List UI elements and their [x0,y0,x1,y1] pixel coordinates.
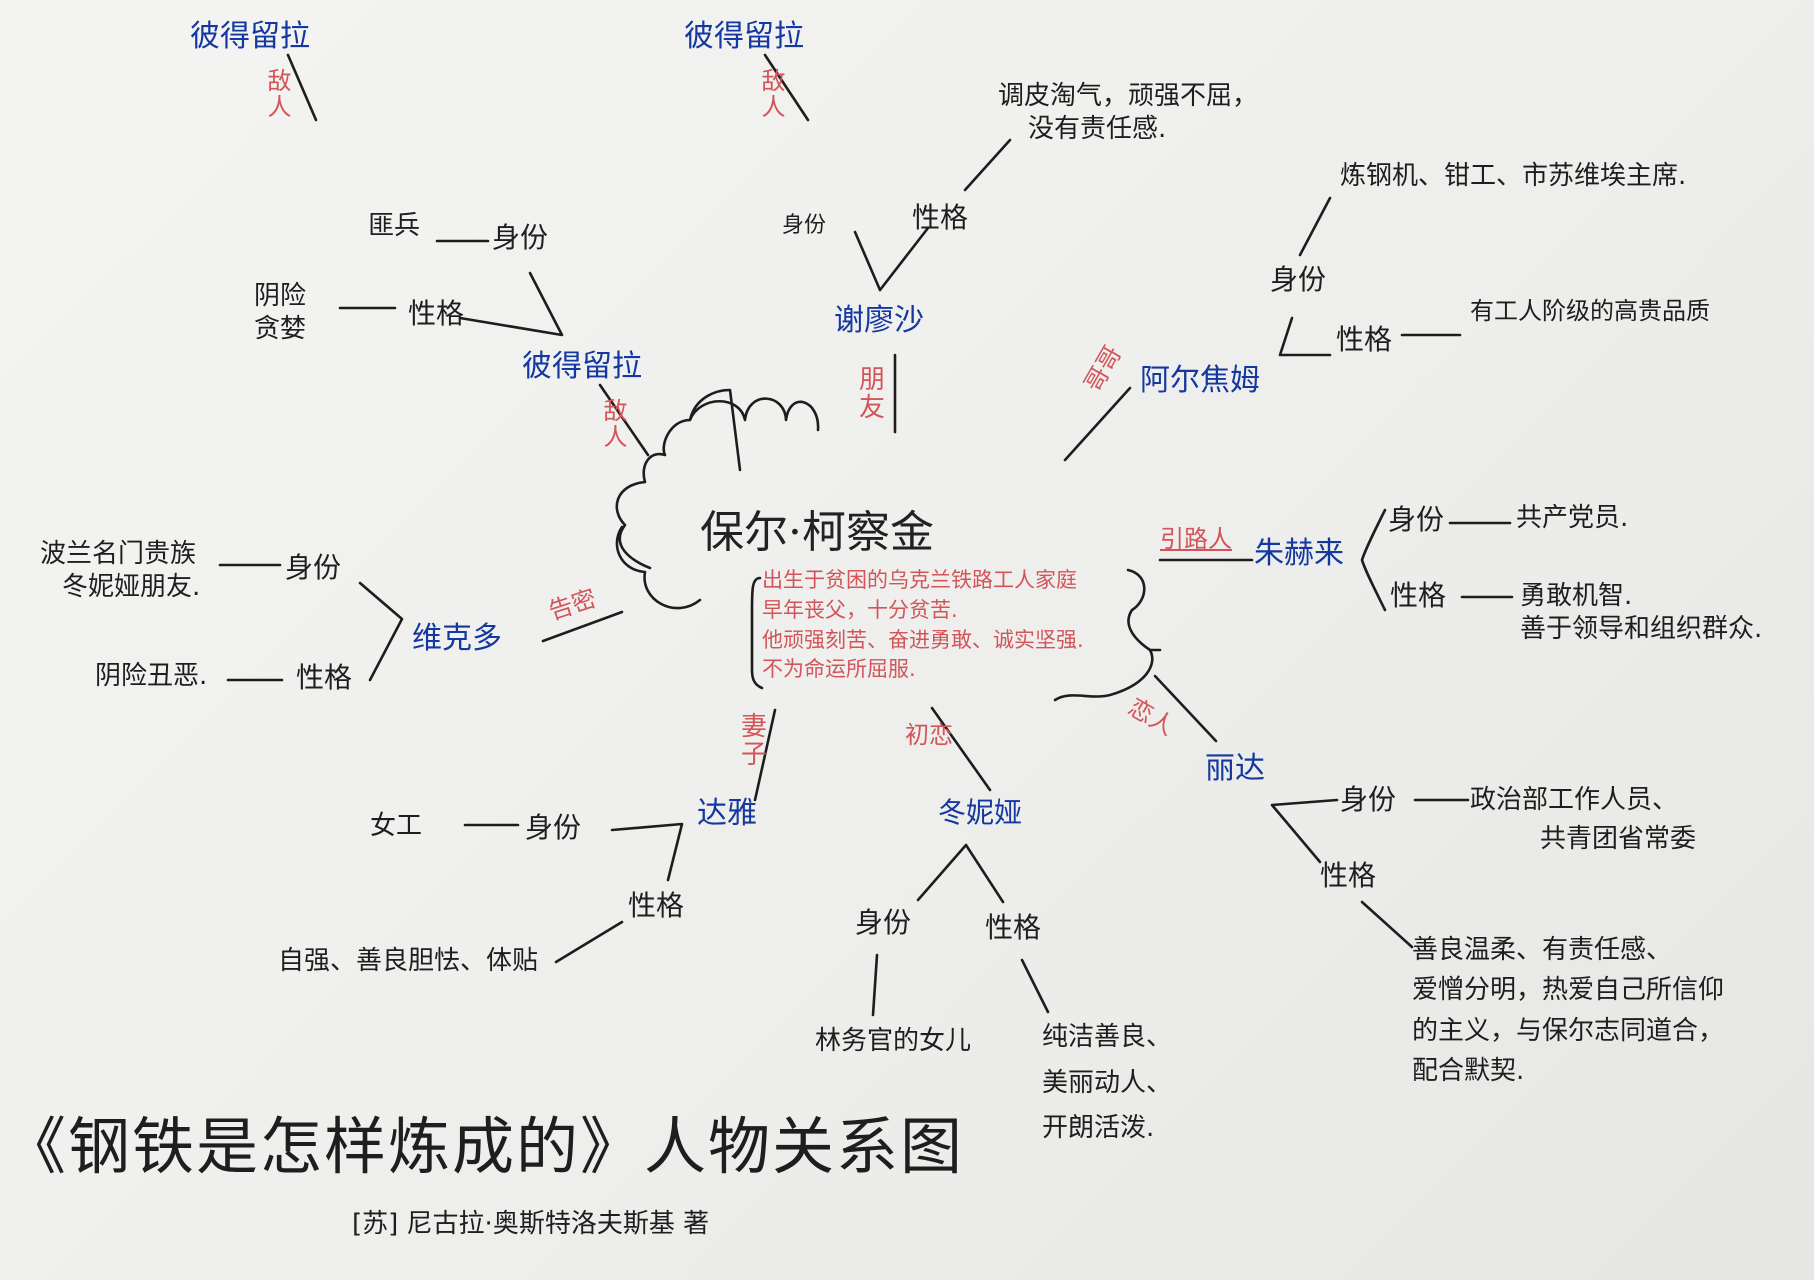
character-name-taya: 达雅 [697,796,757,831]
character-name-seryozha: 谢廖沙 [834,303,924,338]
zhukhrai-identity-value: 共产党员. [1516,503,1629,533]
rita-character-value: 善良温柔、有责任感、 爱憎分明，热爱自己所信仰 的主义，与保尔志同道合， 配合默… [1412,935,1725,1086]
rita-identity-label: 身份 [1340,783,1397,816]
center-character-summary: 出生于贫困的乌克兰铁路工人家庭 早年丧父，十分贫苦. 他顽强刻苦、奋进勇敢、诚实… [762,568,1084,682]
tonya-identity-label: 身份 [855,906,912,939]
relation-label-enemy-top-left: 敌人 [263,68,291,120]
tonya-character-label: 性格 [985,911,1042,944]
piotr-identity-value: 匪兵 [368,211,421,241]
author-credit: [苏] 尼古拉·奥斯特洛夫斯基 著 [352,1209,710,1239]
rita-character-label: 性格 [1320,859,1377,892]
summary-bracket [750,576,764,690]
viktor-character-label: 性格 [296,661,353,694]
tonya-identity-value: 林务官的女儿 [815,1026,972,1056]
taya-identity-value: 女工 [370,811,423,841]
artyom-character-value: 有工人阶级的高贵品质 [1470,297,1710,325]
piotr-character-label: 性格 [408,297,465,330]
viktor-character-value: 阴险丑恶. [95,661,208,691]
zhukhrai-character-value: 勇敢机智. 善于领导和组织群众. [1520,581,1763,644]
piotr-identity-label: 身份 [492,221,549,254]
seryozha-identity-label: 身份 [782,213,827,238]
artyom-identity-label: 身份 [1270,263,1327,296]
character-name-zhukhrai: 朱赫来 [1254,536,1344,571]
character-name-rita: 丽达 [1205,751,1265,786]
character-name-piotr-top-left: 彼得留拉 [190,19,310,54]
relation-label-mentor: 引路人 [1160,525,1232,553]
piotr-character-value: 阴险 贪婪 [254,281,307,344]
tonya-character-value: 纯洁善良、 美丽动人、 开朗活泼. [1042,1022,1173,1143]
viktor-identity-label: 身份 [285,551,342,584]
taya-identity-label: 身份 [525,811,582,844]
relation-label-brother: 哥哥 [1078,340,1128,397]
seryozha-character-value: 调皮淘气，顽强不屈， 没有责任感. [998,81,1259,144]
taya-character-value: 自强、善良胆怯、体贴 [278,946,539,976]
relation-label-lover: 恋人 [1123,692,1180,742]
character-name-tonya: 冬妮娅 [938,796,1023,829]
diagram-title: 《钢铁是怎样炼成的》人物关系图 [4,1110,965,1183]
relation-label-first-love: 初恋 [905,721,953,749]
viktor-identity-value: 波兰名门贵族 冬妮娅朋友. [40,539,201,602]
zhukhrai-identity-label: 身份 [1388,503,1445,536]
seryozha-character-label: 性格 [912,201,969,234]
artyom-identity-value: 炼钢机、钳工、市苏维埃主席. [1340,161,1687,191]
rita-identity-value: 政治部工作人员、 共青团省常委 [1470,785,1697,854]
relation-label-informer: 告密 [545,584,600,626]
character-name-artyom: 阿尔焦姆 [1140,363,1260,398]
taya-character-label: 性格 [628,889,685,922]
character-name-piotr-top-middle: 彼得留拉 [684,19,804,54]
center-character-name: 保尔·柯察金 [700,507,934,558]
artyom-character-label: 性格 [1336,323,1393,356]
relation-label-enemy: 敌人 [599,398,627,450]
relation-label-wife: 妻子 [736,712,767,768]
character-name-viktor: 维克多 [412,621,502,656]
relation-label-enemy-top-middle: 敌人 [757,68,785,120]
relation-label-friend: 朋友 [854,365,885,421]
character-name-piotr: 彼得留拉 [522,349,642,384]
zhukhrai-character-label: 性格 [1390,579,1447,612]
